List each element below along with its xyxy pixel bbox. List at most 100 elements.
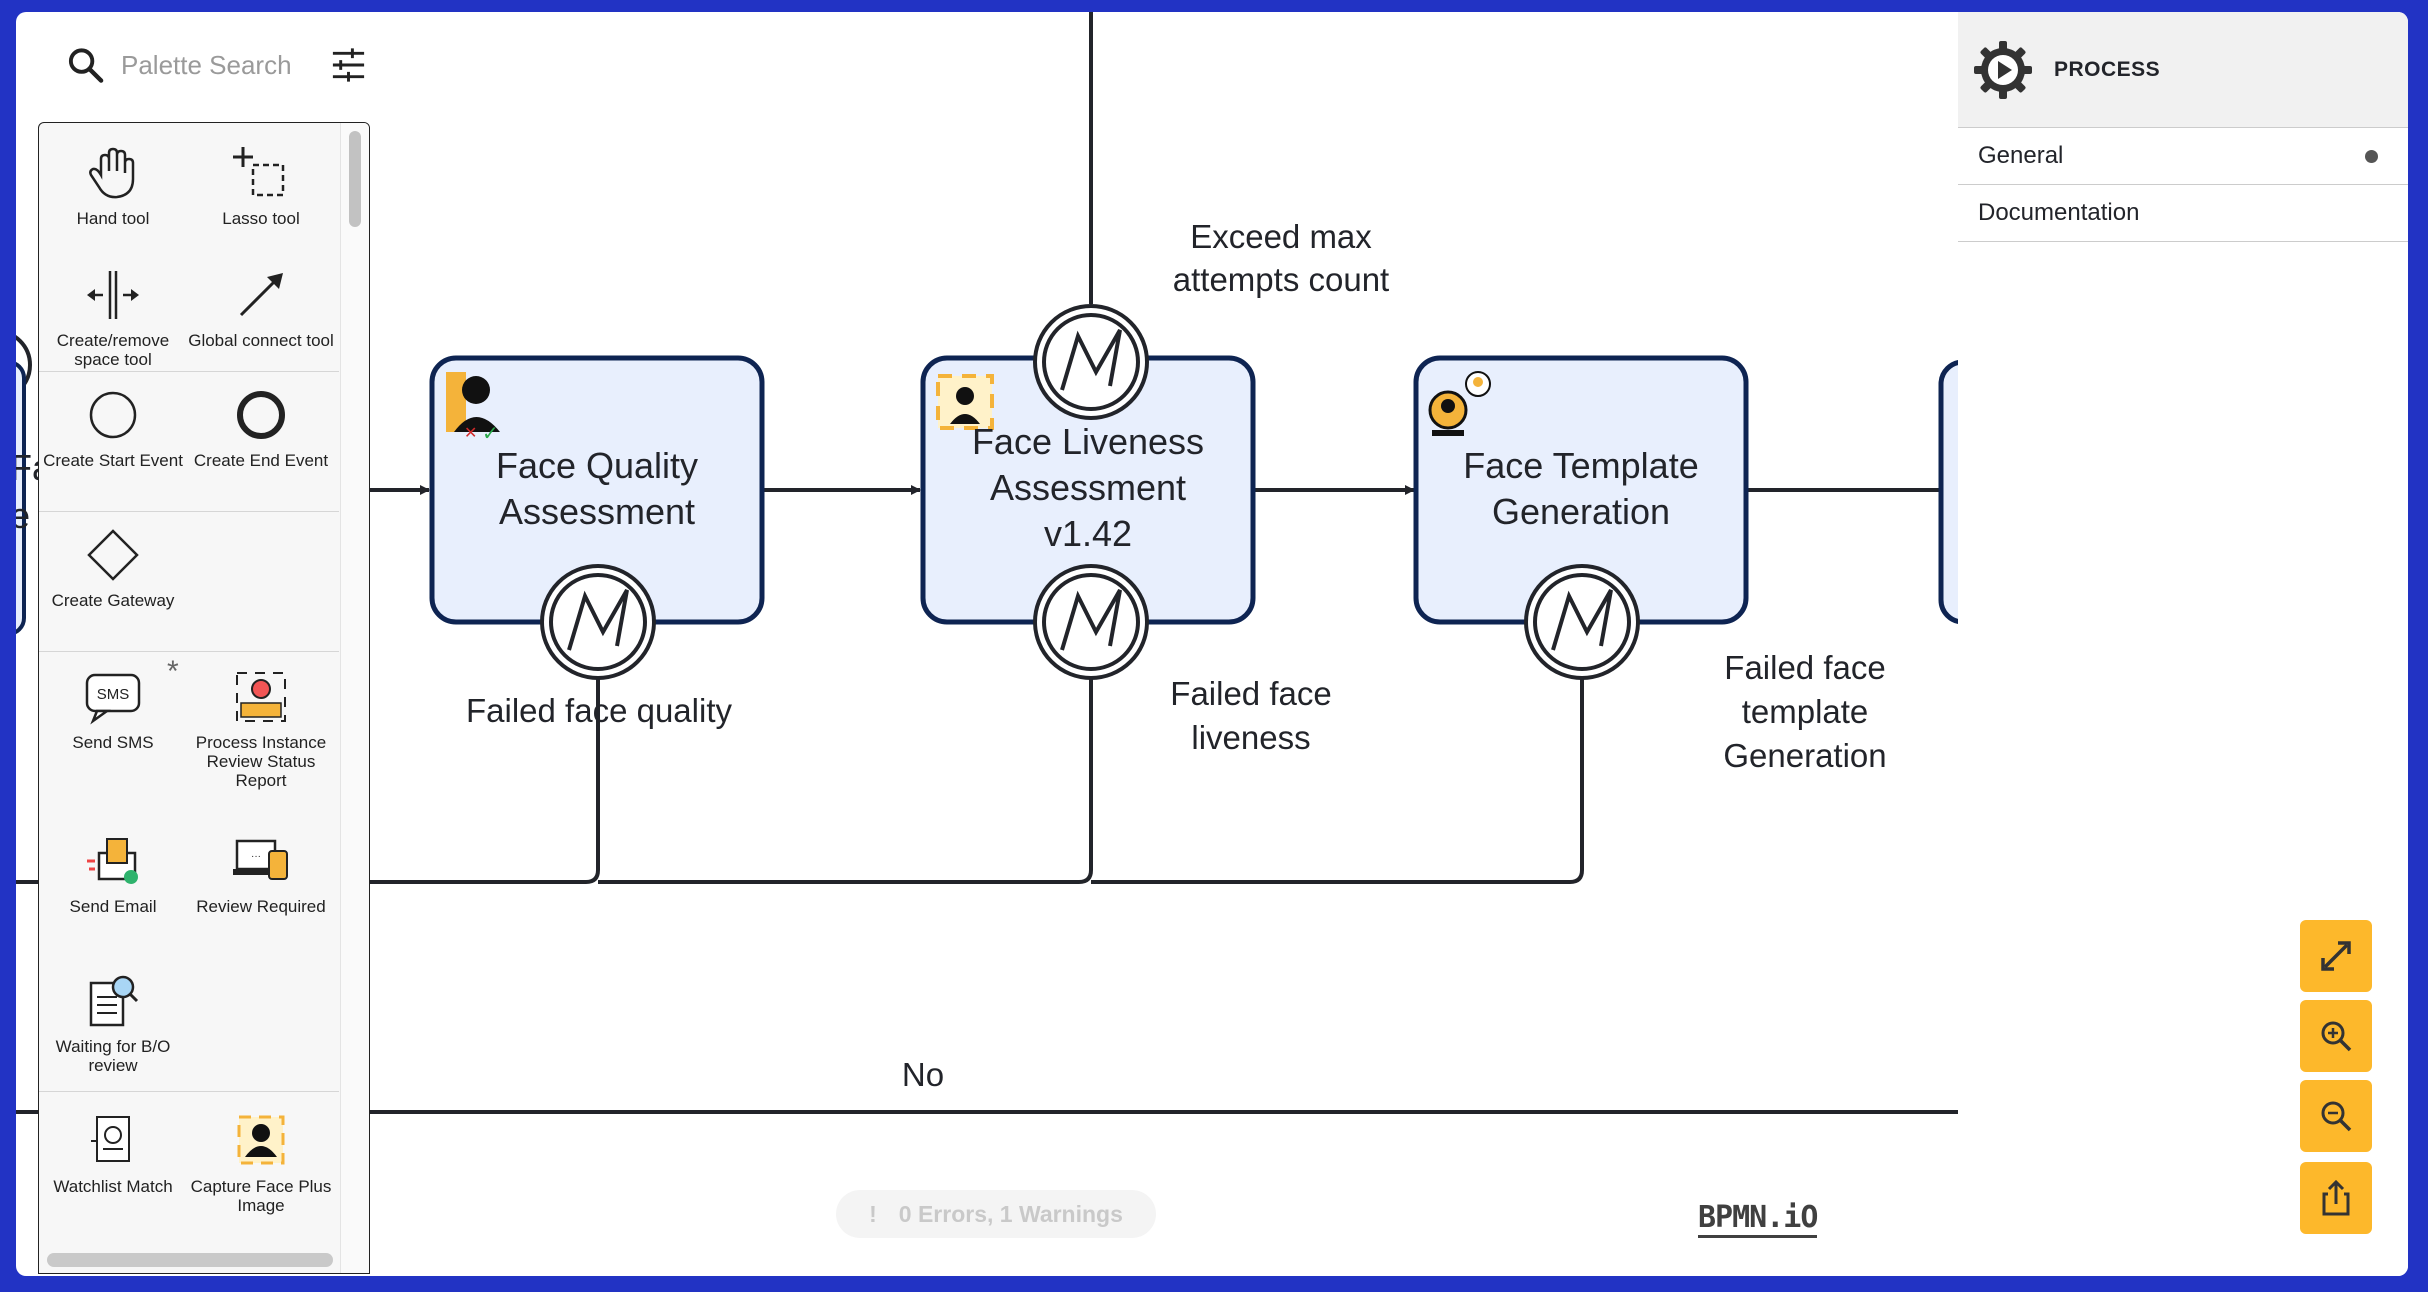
task-label-line: Assessment — [499, 491, 695, 532]
palette-connect-tool[interactable]: Global connect tool — [187, 265, 335, 350]
event-label-line: Failed face quality — [466, 692, 732, 729]
palette-space-tool[interactable]: Create/remove space tool — [39, 265, 187, 369]
palette-waiting-review[interactable]: Waiting for B/O review — [39, 971, 187, 1075]
palette-send-sms[interactable]: SMS Send SMS — [39, 667, 187, 752]
start-event-icon — [89, 391, 137, 439]
palette-group-custom: * SMS Send SMS Process Instance Review S… — [39, 651, 339, 1092]
palette-search-input[interactable] — [119, 48, 323, 82]
email-icon — [87, 838, 138, 884]
palette-capture-face[interactable]: Capture Face Plus Image — [187, 1111, 335, 1215]
palette-item-label: Process Instance Review Status Report — [195, 733, 327, 790]
palette-item-label: Send Email — [69, 897, 157, 916]
sms-icon: SMS — [85, 673, 141, 725]
capture-face-icon — [237, 1115, 285, 1165]
palette-item-label: Watchlist Match — [53, 1177, 173, 1196]
document-search-icon — [89, 975, 139, 1027]
section-label: General — [1978, 142, 2064, 169]
diagram-svg[interactable]: Fa e No ✕ — [16, 12, 1958, 1276]
lasso-icon — [233, 147, 285, 197]
palette-item-label: Create Start Event — [43, 451, 183, 470]
event-label-line: template — [1742, 693, 1869, 730]
svg-text:✕: ✕ — [464, 423, 477, 442]
face-scan-icon — [936, 374, 994, 430]
linting-status[interactable]: ! 0 Errors, 1 Warnings — [836, 1190, 1156, 1238]
palette-scroll-track[interactable] — [340, 123, 369, 1273]
boundary-error-event[interactable] — [540, 564, 656, 680]
exclamation-icon: ! — [869, 1200, 877, 1227]
face-check-icon: ✕ ✓ — [446, 372, 500, 445]
palette-review-status-report[interactable]: Process Instance Review Status Report — [187, 667, 335, 790]
palette-gateway[interactable]: Create Gateway — [39, 525, 187, 610]
palette-horizontal-scrollbar[interactable] — [47, 1253, 333, 1267]
partial-task-label-2: e — [16, 495, 30, 536]
boundary-error-event[interactable] — [1033, 304, 1149, 420]
error-flow[interactable] — [368, 678, 600, 884]
properties-section-documentation[interactable]: Documentation — [1958, 185, 2408, 242]
palette-item-label: Global connect tool — [188, 331, 334, 350]
svg-text:SMS: SMS — [97, 686, 130, 703]
face-template-icon — [1428, 371, 1491, 436]
bpmn-io-logo[interactable]: BPMN.iO — [1698, 1200, 1818, 1238]
palette-hand-tool[interactable]: Hand tool — [39, 143, 187, 228]
palette-group-tools: Hand tool Lasso tool — [39, 123, 339, 372]
palette-item-label: Create Gateway — [51, 591, 175, 610]
properties-title: PROCESS — [2054, 57, 2161, 81]
palette-item-label: Create End Event — [193, 451, 329, 470]
palette-group-gateways: Create Gateway — [39, 511, 339, 652]
palette-vertical-scrollbar[interactable] — [349, 131, 361, 227]
boundary-error-event[interactable] — [1524, 564, 1640, 680]
palette-item-label: Create/remove space tool — [56, 331, 170, 369]
watchlist-icon — [91, 1116, 130, 1162]
logo-text: BPMN.iO — [1698, 1200, 1818, 1238]
arrow-icon — [239, 273, 283, 317]
palette-item-label: Hand tool — [76, 209, 150, 228]
export-button[interactable] — [2300, 1162, 2372, 1234]
zoom-out-button[interactable] — [2300, 1080, 2372, 1152]
palette-item-label: Review Required — [196, 897, 326, 916]
palette-item-label: Waiting for B/O review — [55, 1037, 171, 1075]
error-flow[interactable] — [1091, 678, 1584, 884]
palette-item-label: Capture Face Plus Image — [190, 1177, 332, 1215]
review-icon: ··· — [233, 839, 288, 880]
palette-watchlist-match[interactable]: Watchlist Match — [39, 1111, 187, 1196]
event-label-line: Failed face — [1724, 649, 1885, 686]
export-icon — [2322, 1179, 2350, 1216]
section-label: Documentation — [1978, 199, 2140, 226]
fullscreen-button[interactable] — [2300, 920, 2372, 992]
partial-task-left[interactable] — [16, 361, 26, 635]
palette-send-email[interactable]: Send Email — [39, 831, 187, 916]
properties-header: PROCESS — [1958, 12, 2408, 128]
diagram-canvas[interactable]: Fa e No ✕ — [16, 12, 1958, 1276]
properties-section-general[interactable]: General — [1958, 128, 2408, 185]
svg-text:✓: ✓ — [482, 421, 499, 445]
search-icon — [68, 48, 104, 83]
fullscreen-icon — [2321, 941, 2351, 971]
palette-group-face: Watchlist Match Capture Face Plus Image — [39, 1091, 339, 1241]
palette-group-events: Create Start Event Create End Event — [39, 371, 339, 512]
event-label-line: Exceed max — [1190, 218, 1372, 255]
sliders-icon[interactable] — [329, 45, 368, 85]
task-label-line: Assessment — [990, 467, 1186, 508]
partial-task-right[interactable] — [1938, 360, 1958, 624]
linting-text: 0 Errors, 1 Warnings — [898, 1200, 1123, 1227]
hand-icon — [89, 147, 135, 199]
error-flow[interactable] — [598, 678, 1093, 884]
palette-start-event[interactable]: Create Start Event — [39, 385, 187, 470]
section-indicator-dot — [2365, 150, 2378, 163]
task-label-line: Face Template — [1463, 445, 1698, 486]
event-label-line: liveness — [1191, 719, 1310, 756]
event-label-line: Generation — [1723, 737, 1886, 774]
zoom-in-button[interactable] — [2300, 1000, 2372, 1072]
palette-item-label: Send SMS — [72, 733, 154, 752]
palette-review-required[interactable]: ··· Review Required — [187, 831, 335, 916]
palette-end-event[interactable]: Create End Event — [187, 385, 335, 470]
palette-asterisk: * — [167, 655, 179, 688]
palette-lasso-tool[interactable]: Lasso tool — [187, 143, 335, 228]
gateway-icon — [87, 529, 139, 581]
tool-palette: Hand tool Lasso tool — [38, 122, 370, 1274]
boundary-error-event[interactable] — [1033, 564, 1149, 680]
flow-label-no: No — [902, 1056, 944, 1093]
task-face-template[interactable]: Face Template Generation — [1413, 355, 1749, 625]
app-frame: Fa e No ✕ — [16, 12, 2408, 1276]
zoom-in-icon — [2321, 1021, 2352, 1052]
